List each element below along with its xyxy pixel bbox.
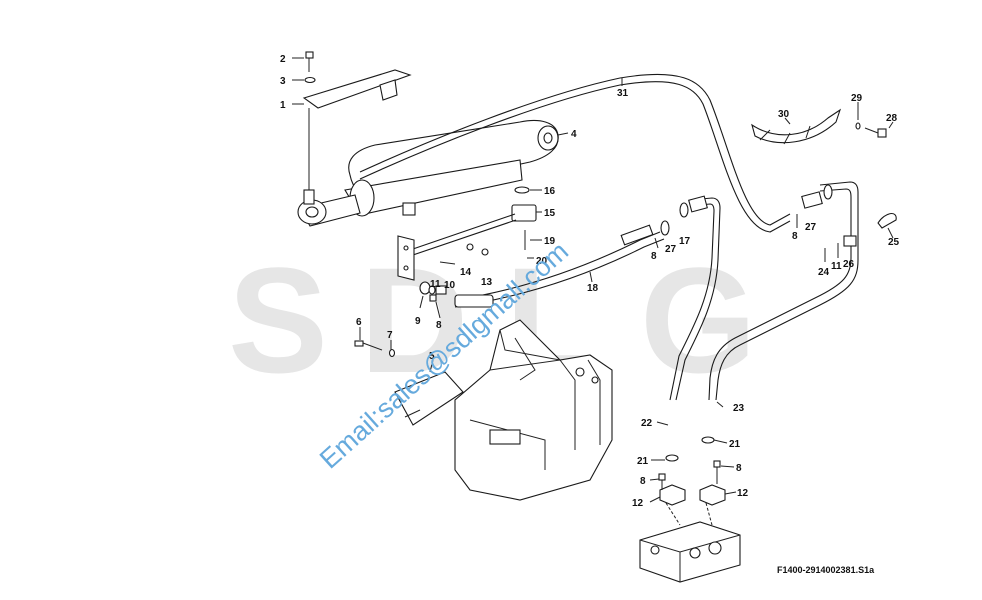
hose-31 <box>359 73 791 233</box>
drawing-reference-code: F1400-2914002381.S1a <box>777 565 875 575</box>
washer-7 <box>388 348 396 358</box>
left-tube-assembly <box>669 195 721 401</box>
callout-21-a: 21 <box>729 439 741 450</box>
callout-8-c: 8 <box>792 231 798 242</box>
swivel-assembly <box>397 186 537 302</box>
control-valve <box>639 502 741 583</box>
callout-9: 9 <box>415 316 421 327</box>
flange-clamps <box>658 436 726 506</box>
main-frame-bracket <box>454 319 613 501</box>
callout-31: 31 <box>617 88 629 99</box>
callout-14: 14 <box>460 267 472 278</box>
leader-lines <box>292 57 894 503</box>
callout-23: 23 <box>733 403 745 414</box>
callout-15: 15 <box>544 208 556 219</box>
hose-guard-30 <box>751 108 842 145</box>
callout-6: 6 <box>356 317 362 328</box>
bolt-6 <box>354 340 383 351</box>
callout-27-a: 27 <box>665 244 677 255</box>
callout-3: 3 <box>280 76 286 87</box>
washer-29 <box>855 122 861 130</box>
callout-26: 26 <box>843 259 855 270</box>
callout-24: 24 <box>818 267 830 278</box>
callout-5: 5 <box>429 351 435 362</box>
callout-12-a: 12 <box>632 498 644 509</box>
watermark-brand: S D L G <box>228 236 757 404</box>
callout-8-e: 8 <box>736 463 742 474</box>
callout-labels: 2 3 1 4 5 6 7 9 8 11 10 14 13 16 15 19 2… <box>280 54 900 509</box>
callout-16: 16 <box>544 186 556 197</box>
callout-1: 1 <box>280 100 286 111</box>
mounting-bracket <box>302 51 412 205</box>
callout-2: 2 <box>280 54 286 65</box>
callout-20: 20 <box>536 256 548 267</box>
right-tube-assembly <box>708 181 859 401</box>
callout-29: 29 <box>851 93 863 104</box>
callout-17: 17 <box>679 236 691 247</box>
callout-11-b: 11 <box>831 261 842 272</box>
callout-4: 4 <box>571 129 577 140</box>
watermark-letter-g: G <box>640 236 757 404</box>
callout-19: 19 <box>544 236 556 247</box>
watermark-letter-s: S <box>228 236 328 404</box>
callout-8-a: 8 <box>436 320 442 331</box>
callout-28: 28 <box>886 113 898 124</box>
callout-10: 10 <box>444 280 456 291</box>
hydraulic-cylinder <box>297 119 559 227</box>
callout-30: 30 <box>778 109 790 120</box>
callout-22: 22 <box>641 418 653 429</box>
hose-18 <box>454 220 670 308</box>
callout-11-a: 11 <box>430 279 441 290</box>
callout-21-b: 21 <box>637 456 649 467</box>
callout-13: 13 <box>481 277 493 288</box>
callout-8-b: 8 <box>651 251 657 262</box>
callout-7: 7 <box>387 330 393 341</box>
cover-plate <box>394 371 464 426</box>
callout-25: 25 <box>888 237 900 248</box>
callout-8-d: 8 <box>640 476 646 487</box>
bolt-28 <box>864 127 887 138</box>
callout-18: 18 <box>587 283 599 294</box>
callout-27-b: 27 <box>805 222 817 233</box>
clip-parts <box>824 213 897 262</box>
callout-12-b: 12 <box>737 488 749 499</box>
